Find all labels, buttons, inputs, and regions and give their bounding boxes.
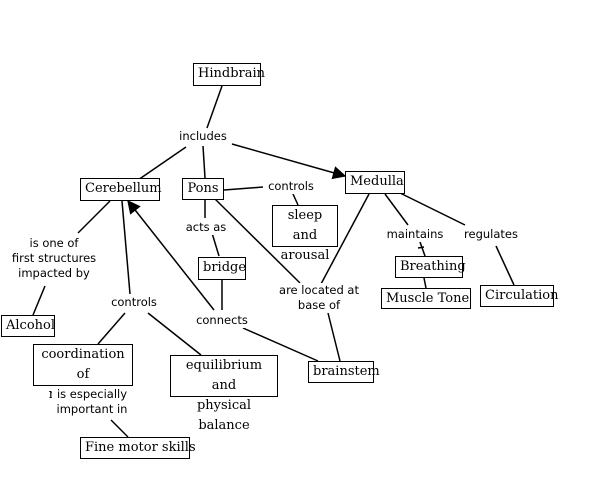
line-hindbrain-includes [206, 85, 223, 129]
equilibrium-node[interactable]: equilibrium and physical balance [170, 355, 278, 433]
coordination-node[interactable]: coordination of movement [33, 344, 133, 402]
line-located-brainstem [327, 312, 341, 362]
link-located-1: are located at [279, 283, 359, 297]
muscle-tone-node[interactable]: Muscle Tone [381, 288, 471, 309]
line-connects-brainstem [242, 327, 319, 362]
pons-text: Pons [187, 181, 219, 196]
coordination-line1: coordination of [41, 347, 125, 382]
link-connects: connects [193, 313, 251, 328]
alcohol-text: Alcohol [6, 318, 56, 333]
link-important-2: important in [56, 402, 128, 416]
circulation-node[interactable]: Circulation [480, 285, 558, 307]
fine-motor-text: Fine motor skills [85, 440, 196, 455]
brainstem-text: brainstem [313, 364, 380, 379]
line-important-finemotor [110, 419, 129, 438]
equilibrium-line1: equilibrium and [185, 358, 263, 393]
muscle-tone-text: Muscle Tone [386, 291, 470, 306]
link-first-impacted-2: first structures [11, 251, 97, 265]
pons-node[interactable]: Pons [182, 178, 224, 200]
medulla-node[interactable]: Medulla [345, 171, 405, 194]
brainstem-node[interactable]: brainstem [308, 361, 380, 383]
link-acts-as: acts as [183, 220, 229, 235]
line-pons-located [214, 198, 301, 284]
bridge-text: bridge [203, 260, 247, 275]
link-includes: includes [177, 129, 229, 144]
link-important: is especially important in [52, 387, 132, 417]
sleep-arousal-line2: arousal [280, 248, 330, 263]
cerebellum-text: Cerebellum [85, 181, 162, 196]
link-controls-cerebellum: controls [107, 295, 161, 310]
sleep-arousal-node[interactable]: sleep and arousal [272, 205, 338, 263]
hindbrain-text: Hindbrain [198, 66, 266, 81]
line-medulla-located [320, 193, 370, 285]
line-breathing-muscletone [423, 277, 427, 289]
line-includes-cerebellum [137, 146, 187, 181]
link-located: are located at base of [276, 283, 362, 313]
link-controls-pons: controls [264, 179, 318, 194]
link-located-2: base of [297, 298, 341, 312]
line-includes-pons [202, 145, 206, 179]
medulla-text: Medulla [350, 174, 404, 189]
link-first-impacted-3: impacted by [18, 266, 90, 280]
line-controls-coordination [97, 312, 126, 345]
line-controls-sleep [292, 193, 299, 206]
cerebellum-node[interactable]: Cerebellum [80, 178, 162, 201]
link-first-impacted: is one of first structures impacted by [8, 236, 100, 281]
breathing-text: Breathing [400, 259, 466, 274]
link-regulates: regulates [462, 227, 520, 242]
line-maintains-breathing [419, 241, 426, 257]
link-maintains: maintains [384, 227, 446, 242]
equilibrium-line2: physical balance [196, 398, 252, 433]
line-actsas-bridge [211, 232, 220, 257]
line-medulla-regulates [399, 192, 466, 226]
fine-motor-node[interactable]: Fine motor skills [80, 437, 196, 459]
bridge-node[interactable]: bridge [198, 257, 246, 280]
line-regulates-circulation [495, 245, 515, 286]
link-important-1: is especially [56, 387, 128, 401]
line-cerebellum-isoneof [77, 200, 111, 234]
circulation-text: Circulation [485, 288, 559, 303]
line-maintains-breathing-2 [417, 246, 425, 249]
line-pons-controls [223, 186, 264, 191]
line-controls-equilibrium [147, 312, 202, 356]
breathing-node[interactable]: Breathing [395, 256, 466, 278]
alcohol-node[interactable]: Alcohol [1, 315, 55, 337]
line-cerebellum-controls [121, 200, 131, 295]
line-medulla-maintains [384, 193, 409, 226]
line-impactedby-alcohol [32, 285, 46, 316]
link-first-impacted-1: is one of [29, 236, 79, 250]
arrow-connects-cerebellum [127, 199, 215, 311]
sleep-arousal-line1: sleep and [287, 208, 323, 243]
arrow-includes-medulla [231, 143, 347, 180]
hindbrain-node[interactable]: Hindbrain [193, 63, 265, 86]
